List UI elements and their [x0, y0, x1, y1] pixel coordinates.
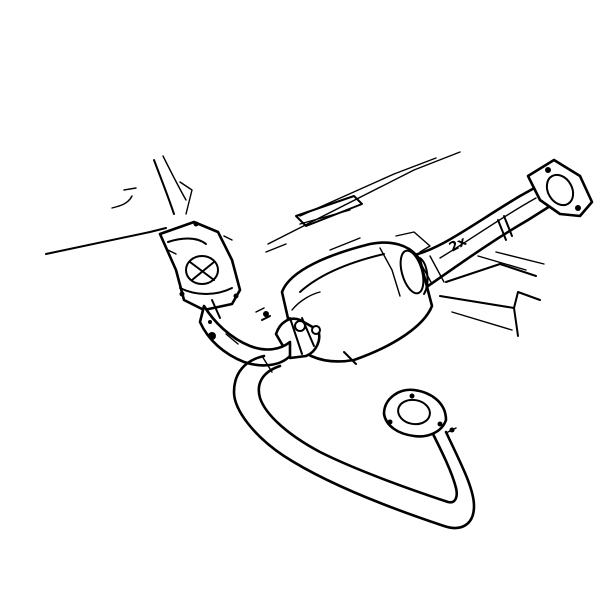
front-pipe-flange — [158, 220, 242, 312]
tail-pipe-marking: 2x — [447, 234, 470, 256]
right-inlet-flange — [382, 388, 457, 438]
crossover-pipe — [232, 354, 476, 530]
underbody-rails — [265, 151, 461, 253]
tail-flange — [526, 158, 594, 218]
down-pipe — [198, 299, 292, 367]
floor-pan — [45, 155, 193, 255]
rear-bracket — [395, 231, 545, 337]
